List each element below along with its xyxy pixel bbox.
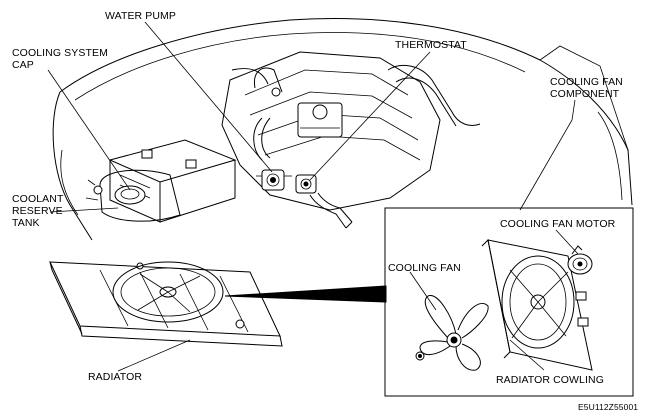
coolant-reserve-tank-label-line1: COOLANT: [12, 193, 64, 205]
water-pump-label: WATER PUMP: [105, 10, 176, 22]
cooling-fan-motor-label: COOLING FAN MOTOR: [500, 218, 616, 230]
radiator-fan: [112, 261, 224, 323]
thermostat-part: [295, 174, 353, 229]
cooling-system-cap-label-line1: COOLING SYSTEM: [12, 47, 108, 59]
detail-inset-box: [384, 207, 634, 397]
radiator-cowling-part: [481, 238, 593, 371]
figure-code: E5U112Z55001: [578, 402, 639, 412]
thermostat-label: THERMOSTAT: [395, 39, 467, 51]
cooling-fan-part: [415, 295, 489, 371]
battery: [108, 139, 237, 223]
engine-block: [221, 51, 481, 211]
radiator-cowling-label: RADIATOR COWLING: [496, 374, 604, 386]
engine-bay-outline: [52, 18, 633, 241]
water-pump-part: [256, 169, 292, 191]
cooling-fan-component-label-line2: COMPONENT: [550, 88, 620, 100]
coolant-reserve-tank-label-line2: RESERVE: [12, 205, 63, 217]
cooling-fan-label: COOLING FAN: [388, 262, 461, 274]
cooling-fan-component-label-line1: COOLING FAN: [550, 76, 623, 88]
radiator-label: RADIATOR: [88, 371, 143, 383]
cooling-fan-motor-part: [567, 245, 593, 275]
zoom-pointer: [224, 285, 387, 303]
coolant-reserve-tank-label-line3: TANK: [12, 217, 40, 229]
coolant-reserve-tank: [85, 169, 181, 222]
radiator-part: [49, 261, 283, 347]
leader-lines: [47, 21, 579, 372]
cooling-system-cap-label-line2: CAP: [12, 59, 34, 71]
